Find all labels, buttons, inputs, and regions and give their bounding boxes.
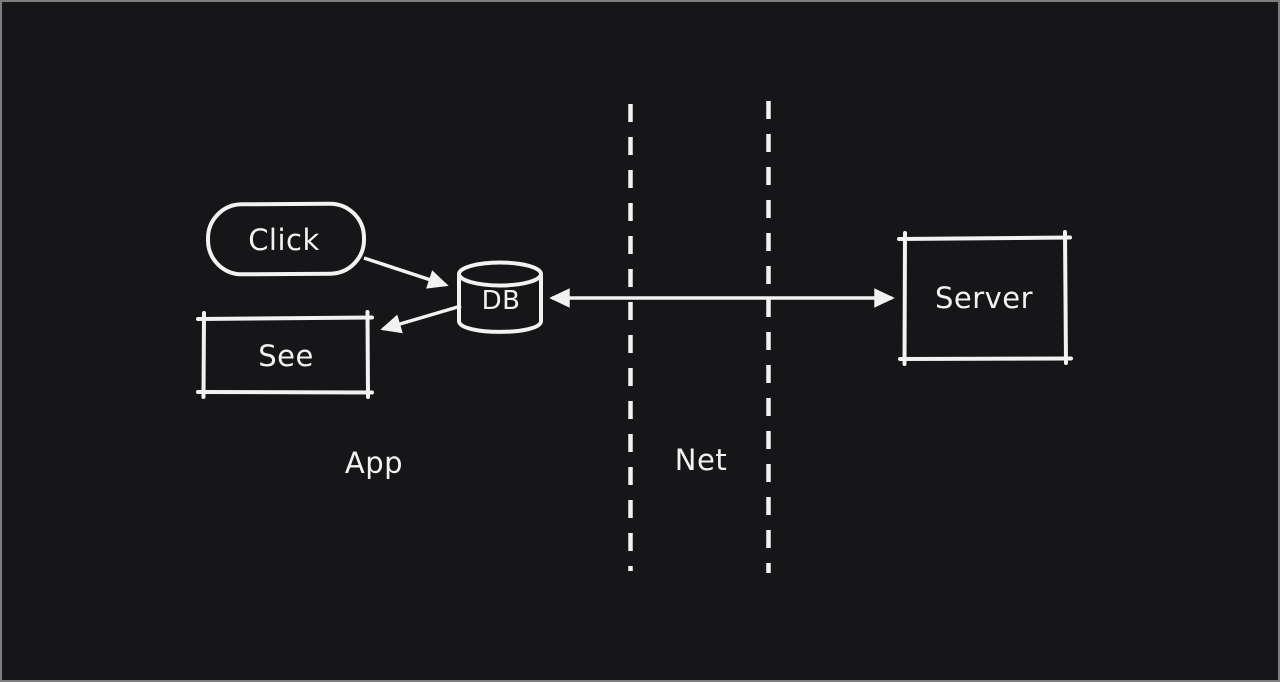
- node-click[interactable]: Click: [205, 201, 367, 277]
- node-click-label: Click: [248, 223, 320, 257]
- edge-click-to-db[interactable]: [363, 256, 449, 289]
- zone-label-app: App: [345, 446, 403, 480]
- node-server[interactable]: Server: [897, 230, 1073, 366]
- node-see[interactable]: See: [196, 310, 374, 399]
- node-db[interactable]: DB: [457, 260, 543, 334]
- node-server-label: Server: [935, 281, 1033, 315]
- zone-label-net: Net: [675, 443, 727, 477]
- node-see-label: See: [258, 339, 314, 373]
- edge-db-to-see[interactable]: [380, 304, 462, 334]
- node-db-label: DB: [482, 286, 521, 316]
